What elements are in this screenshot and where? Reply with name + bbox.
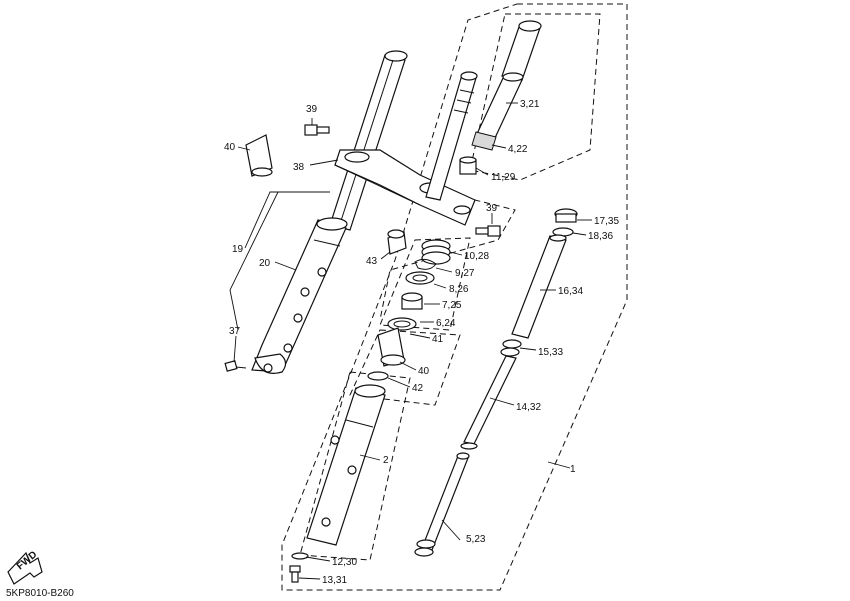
callout-20: 20 bbox=[259, 258, 271, 269]
stem-group-boundary bbox=[379, 194, 516, 321]
part-39-bolt-upper bbox=[304, 124, 330, 136]
leader-lines bbox=[229, 102, 592, 580]
part-12-washer bbox=[291, 552, 309, 560]
callout-12-30: 12,30 bbox=[332, 557, 357, 568]
assembly-1-boundary bbox=[281, 3, 628, 591]
part-43-nut bbox=[387, 229, 407, 255]
callout-41: 41 bbox=[432, 334, 444, 345]
part-5-damper-assembly bbox=[414, 452, 470, 557]
callout-19: 19 bbox=[232, 244, 244, 255]
part-4-collar bbox=[471, 131, 497, 151]
callout-38: 38 bbox=[293, 162, 305, 173]
callout-40-lower: 40 bbox=[418, 366, 430, 377]
callout-6-24: 6,24 bbox=[436, 318, 456, 329]
callout-14-32: 14,32 bbox=[516, 402, 541, 413]
part-41-guide bbox=[377, 327, 406, 367]
outer-tube-boundary bbox=[299, 371, 411, 561]
part-6-seal bbox=[387, 317, 417, 331]
callout-18-36: 18,36 bbox=[588, 231, 613, 242]
callout-37: 37 bbox=[229, 326, 241, 337]
callout-10-28: 10,28 bbox=[464, 251, 489, 262]
callout-1: 1 bbox=[570, 464, 576, 475]
callout-11-29: 11,29 bbox=[491, 172, 516, 183]
callout-3-21: 3,21 bbox=[520, 99, 540, 110]
part-9-clip bbox=[414, 258, 437, 270]
callout-9-27: 9,27 bbox=[455, 268, 475, 279]
callout-16-34: 16,34 bbox=[558, 286, 583, 297]
part-42-o-ring bbox=[367, 371, 389, 381]
callout-42: 42 bbox=[412, 383, 424, 394]
callout-40-upper: 40 bbox=[224, 142, 236, 153]
part-15-spring bbox=[500, 339, 522, 357]
part-16-damper-rod bbox=[511, 234, 567, 339]
part-13-bolt bbox=[289, 565, 301, 583]
callout-13-31: 13,31 bbox=[322, 575, 347, 586]
part-40-cable-guide-upper bbox=[245, 134, 273, 177]
callout-8-26: 8,26 bbox=[449, 284, 469, 295]
part-7-collar bbox=[401, 292, 423, 310]
callout-17-35: 17,35 bbox=[594, 216, 619, 227]
part-37-drain-bolt bbox=[224, 360, 247, 372]
part-39-bolt-lower bbox=[475, 225, 501, 237]
callout-43: 43 bbox=[366, 256, 378, 267]
fwd-arrow-icon: FWD bbox=[7, 549, 43, 585]
diagram-code: 5KP8010-B260 bbox=[6, 588, 74, 599]
steering-stem bbox=[425, 71, 478, 201]
left-fork-inner-tube bbox=[329, 50, 408, 231]
spacer-group-boundary bbox=[379, 237, 471, 331]
callout-4-22: 4,22 bbox=[508, 144, 528, 155]
part-14-fork-spring bbox=[460, 355, 517, 450]
callout-39-upper: 39 bbox=[306, 104, 318, 115]
part-17-cap-bolt bbox=[554, 208, 578, 223]
part-11-bushing bbox=[459, 156, 477, 175]
left-fork-outer-tube bbox=[251, 217, 348, 374]
callout-2: 2 bbox=[383, 455, 389, 466]
part-8-washer bbox=[405, 271, 435, 285]
part-3-fork-tube bbox=[475, 72, 524, 141]
part-10-spring-seat bbox=[421, 239, 451, 265]
callout-15-33: 15,33 bbox=[538, 347, 563, 358]
callout-7-25: 7,25 bbox=[442, 300, 462, 311]
part-2-outer-tube bbox=[306, 384, 386, 546]
part-3-fork-tube-upper bbox=[501, 20, 542, 81]
callout-39-lower: 39 bbox=[486, 203, 498, 214]
callout-5-23: 5,23 bbox=[466, 534, 486, 545]
